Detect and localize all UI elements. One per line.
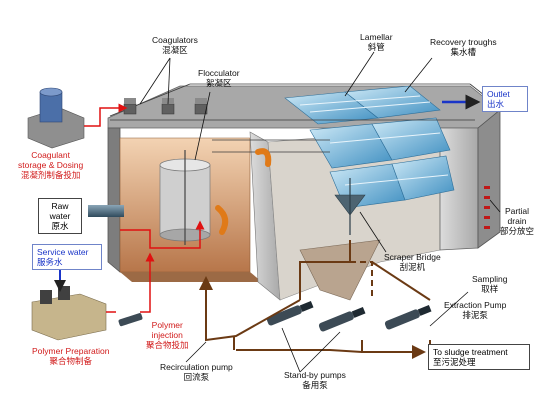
coagulant-storage-label-line1: Coagulant (31, 150, 70, 160)
partial-drain-label-line1: Partial (504, 206, 530, 216)
coagulant-storage-unit (27, 87, 85, 149)
to-sludge-treatment-label-en: To sludge treatment (433, 347, 508, 357)
sampling-label: Sampling 取样 (472, 274, 507, 294)
partial-drain-label-zh: 部分放空 (500, 226, 535, 236)
extraction-pump-label-en: Extraction Pump (444, 300, 507, 310)
standby-pumps-label-zh: 备用泵 (302, 380, 328, 390)
polymer-injection-label-line1: Polymer (151, 320, 183, 330)
sampling-label-zh: 取样 (481, 284, 499, 294)
flocculator-label-en: Flocculator (198, 68, 240, 78)
outlet-label-zh: 出水 (487, 99, 505, 109)
polymer-preparation-label-en: Polymer Preparation (32, 346, 110, 356)
polymer-injection-label-line2: injection (151, 330, 183, 340)
recirculation-pump-label-zh: 回流泵 (183, 372, 210, 382)
coagulant-storage-label: Coagulant storage & Dosing 混凝剂制备投加 (18, 150, 83, 180)
service-water-label: Service water 服务水 (32, 244, 102, 270)
standby-pumps-label: Stand-by pumps 备用泵 (284, 370, 346, 390)
lamellar-label: Lamellar 斜管 (360, 32, 393, 52)
polymer-injection-label-zh: 聚合物投加 (146, 340, 189, 350)
standby-pumps-label-en: Stand-by pumps (284, 370, 346, 380)
coagulant-storage-label-zh: 混凝剂制备投加 (20, 170, 81, 180)
raw-water-label-line1: Raw (51, 201, 69, 211)
to-sludge-treatment-label-zh: 至污泥处理 (433, 357, 476, 367)
scraper-bridge-label-en: Scraper Bridge (384, 252, 441, 262)
outlet-label: Outlet 出水 (482, 86, 528, 112)
partial-drain-label-line2: drain (507, 216, 527, 226)
scraper-bridge-label: Scraper Bridge 刮泥机 (384, 252, 441, 272)
coagulators-label: Coagulators 混凝区 (152, 35, 198, 55)
lamellar-packs (284, 85, 455, 209)
extraction-pump-label-zh: 排泥泵 (462, 310, 488, 320)
sludge-lines (199, 240, 431, 359)
coagulators-label-zh: 混凝区 (162, 45, 188, 55)
recirculation-pump-label-en: Recirculation pump (160, 362, 233, 372)
flocculator-label: Flocculator 絮凝区 (198, 68, 240, 88)
partial-drain-taps (484, 186, 490, 229)
partial-drain-label: Partial drain 部分放空 (500, 206, 534, 236)
scraper-bridge (334, 178, 366, 235)
raw-water-label-line2: water (49, 211, 71, 221)
outlet-label-en: Outlet (487, 89, 510, 99)
lamellar-label-en: Lamellar (360, 32, 393, 42)
dosing-lines (84, 103, 205, 313)
service-water-label-zh: 服务水 (37, 257, 63, 267)
coagulators-label-en: Coagulators (152, 35, 198, 45)
raw-water-label: Raw water 原水 (38, 198, 82, 234)
raw-water-pipe (88, 205, 124, 217)
service-water-label-en: Service water (37, 247, 89, 257)
recovery-troughs-label-en: Recovery troughs (430, 37, 497, 47)
raw-water-label-zh: 原水 (51, 221, 69, 231)
extraction-pump-label: Extraction Pump 排泥泵 (444, 300, 506, 320)
recovery-troughs-label: Recovery troughs 集水槽 (430, 37, 497, 57)
recovery-troughs-label-zh: 集水槽 (450, 47, 477, 57)
polymer-preparation-unit (31, 286, 107, 341)
scraper-bridge-label-zh: 刮泥机 (399, 262, 426, 272)
lamellar-label-zh: 斜管 (367, 42, 385, 52)
recirculation-pump-label: Recirculation pump 回流泵 (160, 362, 233, 382)
polymer-preparation-label: Polymer Preparation 聚合物制备 (32, 346, 109, 366)
polymer-preparation-label-zh: 聚合物制备 (49, 356, 92, 366)
sampling-label-en: Sampling (472, 274, 508, 284)
polymer-injection-label: Polymer injection 聚合物投加 (146, 320, 189, 350)
coagulant-storage-label-line2: storage & Dosing (18, 160, 84, 170)
leader-lines (139, 51, 501, 373)
pumps (118, 300, 432, 332)
to-sludge-treatment-label: To sludge treatment 至污泥处理 (428, 344, 530, 370)
flocculator-label-zh: 絮凝区 (206, 78, 232, 88)
